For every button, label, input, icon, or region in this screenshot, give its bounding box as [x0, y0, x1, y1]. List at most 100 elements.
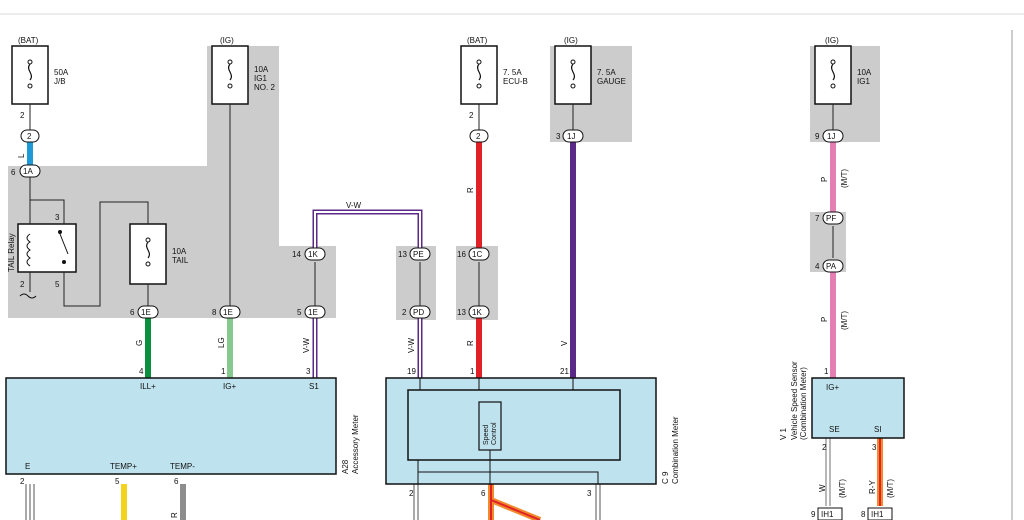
- wire-label-mt-bot: (M/T): [840, 311, 849, 330]
- pin-2-e: 2: [20, 477, 25, 486]
- pin-2-se: 2: [822, 443, 827, 452]
- wire-label-lg: LG: [217, 337, 226, 348]
- svg-text:1E: 1E: [223, 308, 233, 317]
- source-ig-mid: (IG): [220, 36, 234, 45]
- sensor-pin-si: SI: [874, 425, 882, 434]
- accessory-meter-box: [5, 377, 337, 475]
- wire-label-w: W: [818, 484, 827, 492]
- pin-6-1e: 6: [130, 308, 135, 317]
- wire-label-g: G: [135, 340, 144, 346]
- connector-1c: 1C: [468, 247, 490, 261]
- fuse-ig1-amp: 10A: [857, 68, 872, 77]
- pin-6-temp: 6: [174, 477, 179, 486]
- svg-text:1E: 1E: [308, 308, 318, 317]
- connector-pd: PD: [409, 305, 431, 319]
- svg-text:IH1: IH1: [871, 510, 884, 519]
- pin-13-1k: 13: [457, 308, 466, 317]
- svg-text:PA: PA: [826, 262, 837, 271]
- comb-name: Combination Meter: [671, 416, 680, 484]
- wire-label-r-edge: R: [170, 512, 179, 518]
- fuse-ecub-name: ECU-B: [503, 77, 528, 86]
- pin-2-pd: 2: [402, 308, 407, 317]
- pin-relay-5: 5: [55, 280, 60, 289]
- source-bat-right: (BAT): [467, 36, 488, 45]
- pin-5-temp: 5: [115, 477, 120, 486]
- tail-relay: [17, 223, 77, 273]
- wire-label-p-top: P: [820, 177, 829, 182]
- wire-label-vw-b: V-W: [407, 337, 416, 353]
- pin-2-jb: 2: [20, 111, 25, 120]
- connector-1e-s1: 1E: [304, 305, 326, 319]
- connector-pa: PA: [822, 259, 844, 273]
- fuse-ig1no2-name1: IG1: [254, 74, 267, 83]
- source-bat-left: (BAT): [18, 36, 39, 45]
- fuse-gauge-name: GAUGE: [597, 77, 626, 86]
- sensor-code: V 1: [779, 427, 788, 440]
- acc-pin-temp-minus: TEMP-: [170, 462, 195, 471]
- wire-orange-stripe: [490, 484, 541, 520]
- source-ig-right: (IG): [564, 36, 578, 45]
- pin-relay-2: 2: [20, 280, 25, 289]
- wire-label-l: L: [17, 153, 26, 158]
- wire-comb-pin2: [413, 484, 419, 520]
- svg-text:PE: PE: [413, 250, 424, 259]
- wire-label-mt-w: (M/T): [838, 479, 847, 498]
- pin-2-ecub: 2: [469, 111, 474, 120]
- wire-label-r-bot: R: [466, 340, 475, 346]
- pin-6-1a: 6: [11, 168, 16, 177]
- connector-ih1-se: IH1: [817, 507, 843, 520]
- pin-5-1e: 5: [297, 308, 302, 317]
- pin-16: 16: [457, 250, 466, 259]
- pin-3-si: 3: [872, 443, 877, 452]
- wire-label-v: V: [560, 340, 569, 346]
- fuse-jb-name: J/B: [54, 77, 66, 86]
- svg-text:1C: 1C: [472, 250, 482, 259]
- fuse-7-5a-ecu-b: [460, 45, 498, 105]
- svg-text:1A: 1A: [23, 167, 33, 176]
- svg-text:1J: 1J: [827, 132, 835, 141]
- relay-label: TAIL Relay: [7, 233, 16, 272]
- pin-4-pa: 4: [815, 262, 820, 271]
- fuse-10a-ig1-no2: [211, 45, 249, 105]
- wire-comb-pin3: [595, 484, 601, 520]
- pin-19: 19: [407, 367, 416, 376]
- pin-9-ih1: 9: [811, 510, 816, 519]
- source-ig-far: (IG): [825, 36, 839, 45]
- pin-9-1j: 9: [815, 132, 820, 141]
- wire-label-vw-top: V-W: [346, 201, 362, 210]
- comb-internal-ground: [417, 460, 599, 484]
- connector-2-right: 2: [469, 129, 489, 143]
- combination-meter-box: [385, 377, 657, 485]
- connector-1a: 1A: [19, 164, 41, 178]
- connector-1k-bottom: 1K: [468, 305, 490, 319]
- pin-3-comb: 3: [587, 489, 592, 498]
- svg-text:1E: 1E: [141, 308, 151, 317]
- sensor-name: Vehicle Speed Sensor: [790, 361, 799, 440]
- sensor-pin-ig: IG+: [826, 383, 839, 392]
- wire-label-ry: R-Y: [868, 480, 877, 494]
- wire-label-vw-a: V-W: [302, 337, 311, 353]
- connector-1k-top: 1K: [304, 247, 326, 261]
- fuse-ig1no2-amp: 10A: [254, 65, 269, 74]
- connector-2-left: 2: [20, 129, 40, 143]
- fuse-10a-ig1: [814, 45, 852, 105]
- connector-1e-ig: 1E: [219, 305, 241, 319]
- fuse-10a-tail: [129, 223, 167, 285]
- acc-pin-temp-plus: TEMP+: [110, 462, 137, 471]
- wire-relay-tail: [63, 201, 149, 307]
- wire-white-se: [825, 438, 831, 506]
- pin-21: 21: [560, 367, 569, 376]
- wire-label-r-top: R: [466, 187, 475, 193]
- wire-ground-e: [25, 484, 35, 520]
- control-label: Control: [491, 422, 498, 445]
- acc-name: Accessory Meter: [351, 414, 360, 474]
- wire-relay-branch: [30, 199, 65, 224]
- sensor-name-sub: (Combination Meter): [799, 367, 808, 440]
- fuse-gauge-amp: 7. 5A: [597, 68, 616, 77]
- svg-text:PD: PD: [413, 308, 424, 317]
- acc-code: A28: [341, 459, 350, 474]
- pin-3-s1: 3: [306, 367, 311, 376]
- wire-vw-loop-inner: [314, 211, 421, 248]
